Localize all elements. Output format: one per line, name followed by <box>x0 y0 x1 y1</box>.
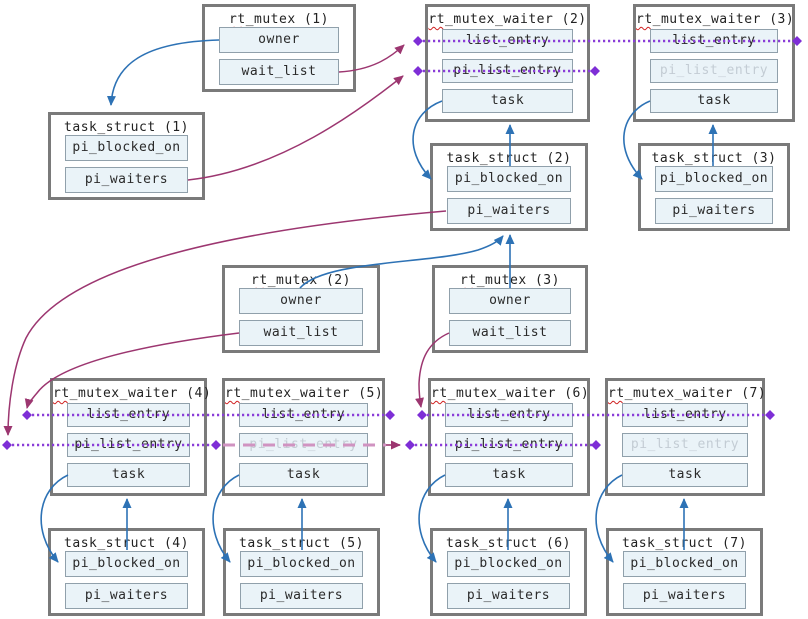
field-pi-list-entry: pi_list_entry <box>622 433 748 457</box>
field-pi-waiters: pi_waiters <box>65 583 188 609</box>
field-wait-list: wait_list <box>449 320 571 346</box>
field-task: task <box>445 463 573 487</box>
struct-task-struct-2: task_struct (2) pi_blocked_on pi_waiters <box>430 143 588 231</box>
field-owner: owner <box>239 288 363 314</box>
field-pi-blocked-on: pi_blocked_on <box>65 551 188 577</box>
field-pi-waiters: pi_waiters <box>447 198 571 224</box>
field-pi-blocked-on: pi_blocked_on <box>447 166 571 192</box>
field-list-entry: list_entry <box>650 29 778 53</box>
field-pi-blocked-on: pi_blocked_on <box>623 551 746 577</box>
struct-title: rt_mutex_waiter (7) <box>608 386 767 401</box>
struct-rt-mutex-waiter-2: rt_mutex_waiter (2) list_entry pi_list_e… <box>425 4 590 122</box>
field-task: task <box>622 463 748 487</box>
field-wait-list: wait_list <box>219 59 339 85</box>
struct-title: rt_mutex_waiter (4) <box>53 386 212 401</box>
struct-task-struct-1: task_struct (1) pi_blocked_on pi_waiters <box>48 112 205 200</box>
field-task: task <box>67 463 190 487</box>
field-pi-waiters: pi_waiters <box>240 583 363 609</box>
struct-rt-mutex-1: rt_mutex (1) owner wait_list <box>202 4 356 92</box>
struct-title: task_struct (7) <box>622 536 747 551</box>
field-pi-blocked-on: pi_blocked_on <box>655 166 773 192</box>
struct-title: rt_mutex_waiter (2) <box>428 12 587 27</box>
field-pi-list-entry: pi_list_entry <box>67 433 190 457</box>
struct-title: rt_mutex_waiter (3) <box>636 12 795 27</box>
field-owner: owner <box>219 27 339 53</box>
field-list-entry: list_entry <box>442 29 573 53</box>
field-owner: owner <box>449 288 571 314</box>
field-pi-blocked-on: pi_blocked_on <box>447 551 570 577</box>
field-pi-waiters: pi_waiters <box>65 167 188 193</box>
field-pi-blocked-on: pi_blocked_on <box>65 135 188 161</box>
field-wait-list: wait_list <box>239 320 363 346</box>
field-pi-waiters: pi_waiters <box>655 198 773 224</box>
field-list-entry: list_entry <box>445 403 573 427</box>
field-pi-blocked-on: pi_blocked_on <box>240 551 363 577</box>
struct-rt-mutex-waiter-6: rt_mutex_waiter (6) list_entry pi_list_e… <box>428 378 590 496</box>
struct-task-struct-3: task_struct (3) pi_blocked_on pi_waiters <box>638 143 790 231</box>
struct-rt-mutex-waiter-5: rt_mutex_waiter (5) list_entry pi_list_e… <box>222 378 385 496</box>
struct-title: rt_mutex_waiter (6) <box>431 386 590 401</box>
field-pi-list-entry: pi_list_entry <box>442 59 573 83</box>
struct-rt-mutex-waiter-4: rt_mutex_waiter (4) list_entry pi_list_e… <box>50 378 212 496</box>
field-list-entry: list_entry <box>622 403 748 427</box>
field-task: task <box>650 89 778 113</box>
field-pi-list-entry: pi_list_entry <box>445 433 573 457</box>
struct-task-struct-7: task_struct (7) pi_blocked_on pi_waiters <box>606 528 763 616</box>
struct-title: task_struct (6) <box>446 536 571 551</box>
field-pi-list-entry: pi_list_entry <box>650 59 778 83</box>
struct-rt-mutex-2: rt_mutex (2) owner wait_list <box>222 265 380 353</box>
struct-title: task_struct (5) <box>239 536 364 551</box>
struct-rt-mutex-waiter-3: rt_mutex_waiter (3) list_entry pi_list_e… <box>633 4 795 122</box>
struct-title: rt_mutex_waiter (5) <box>225 386 384 401</box>
struct-task-struct-6: task_struct (6) pi_blocked_on pi_waiters <box>430 528 587 616</box>
field-list-entry: list_entry <box>239 403 368 427</box>
field-task: task <box>442 89 573 113</box>
field-list-entry: list_entry <box>67 403 190 427</box>
struct-task-struct-4: task_struct (4) pi_blocked_on pi_waiters <box>48 528 205 616</box>
field-pi-list-entry: pi_list_entry <box>239 433 368 457</box>
struct-title: rt_mutex (1) <box>229 12 329 27</box>
struct-rt-mutex-3: rt_mutex (3) owner wait_list <box>432 265 588 353</box>
struct-task-struct-5: task_struct (5) pi_blocked_on pi_waiters <box>223 528 380 616</box>
struct-title: task_struct (4) <box>64 536 189 551</box>
field-pi-waiters: pi_waiters <box>447 583 570 609</box>
struct-rt-mutex-waiter-7: rt_mutex_waiter (7) list_entry pi_list_e… <box>605 378 767 496</box>
field-task: task <box>239 463 368 487</box>
field-pi-waiters: pi_waiters <box>623 583 746 609</box>
